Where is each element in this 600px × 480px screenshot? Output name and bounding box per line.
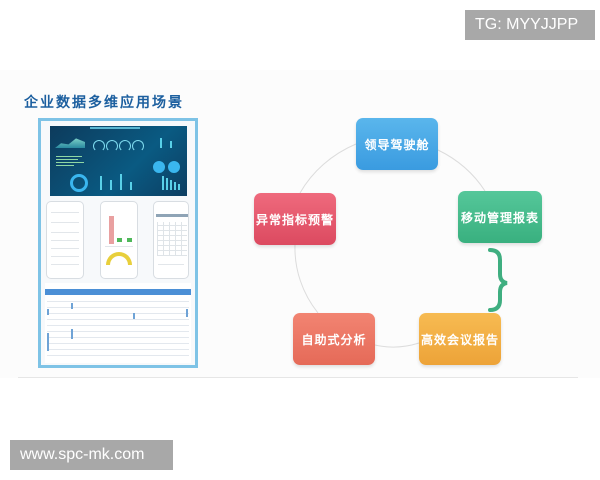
brace-icon xyxy=(488,248,508,312)
screenshot-collage xyxy=(38,118,198,368)
node-leader-cockpit: 领导驾驶舱 xyxy=(356,118,438,170)
watermark-top: TG: MYYJJPP xyxy=(465,10,595,40)
node-label: 移动管理报表 xyxy=(460,210,539,225)
node-mobile-reports: 移动管理报表 xyxy=(458,191,542,243)
desktop-form-screenshot xyxy=(45,283,191,363)
watermark-bottom: www.spc-mk.com xyxy=(10,440,173,470)
slide-title: 企业数据多维应用场景 xyxy=(24,95,184,111)
mobile-table-screenshot xyxy=(153,201,189,279)
mobile-form-screenshot xyxy=(46,201,84,279)
node-label: 自助式分析 xyxy=(301,332,367,347)
node-meeting-reports: 高效会议报告 xyxy=(419,313,501,365)
node-label: 领导驾驶舱 xyxy=(364,137,430,152)
dashboard-screenshot xyxy=(50,126,187,196)
node-anomaly-alert: 异常指标预警 xyxy=(254,193,336,245)
mobile-chart-screenshot xyxy=(100,201,138,279)
node-self-service-analysis: 自助式分析 xyxy=(293,313,375,365)
slide-divider xyxy=(18,377,578,378)
node-label: 异常指标预警 xyxy=(255,212,334,227)
gauge-icon xyxy=(106,252,132,265)
node-label: 高效会议报告 xyxy=(420,332,499,347)
